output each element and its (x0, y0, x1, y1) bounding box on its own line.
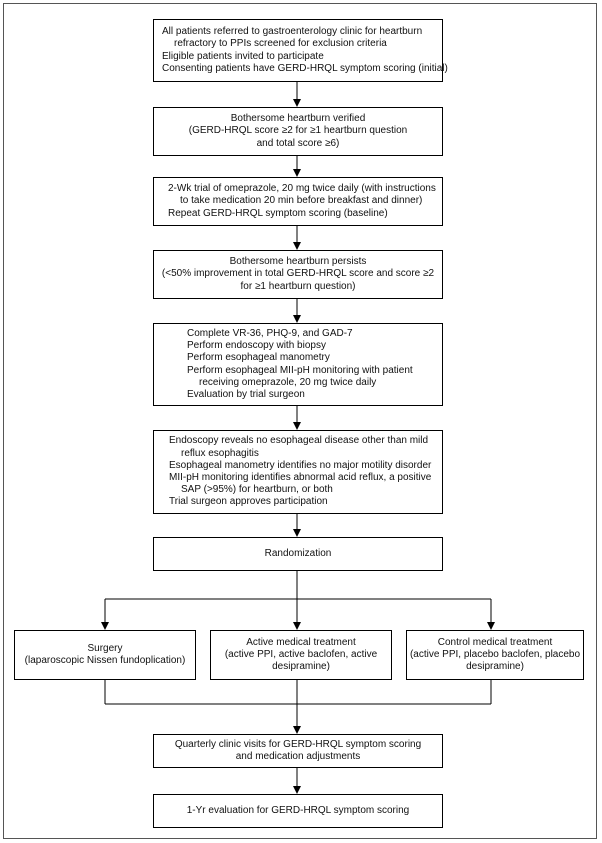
box-text-line: and medication adjustments (235, 751, 361, 762)
surgery-arm-box: Surgery(laparoscopic Nissen fundoplicati… (14, 630, 196, 680)
heartburn-verified-box: Bothersome heartburn verified(GERD-HRQL … (153, 107, 443, 156)
box-text-line: 1-Yr evaluation for GERD-HRQL symptom sc… (186, 804, 410, 816)
box-text-line: (laparoscopic Nissen fundoplication) (24, 655, 186, 666)
heartburn-persists-box: Bothersome heartburn persists(<50% impro… (153, 250, 443, 299)
quarterly-visits-box: Quarterly clinic visits for GERD-HRQL sy… (153, 734, 443, 768)
box-text-line: Surgery (87, 642, 123, 654)
box-text-line: Quarterly clinic visits for GERD-HRQL sy… (174, 738, 422, 750)
box-text-line: Eligible patients invited to participate (162, 50, 324, 62)
box-text-line: Repeat GERD-HRQL symptom scoring (baseli… (168, 207, 388, 219)
box-text-line: Trial surgeon approves participation (169, 496, 328, 508)
figure-frame (3, 3, 597, 839)
box-text-line: (GERD-HRQL score ≥2 for ≥1 heartburn que… (188, 125, 408, 137)
randomization-box: Randomization (153, 537, 443, 571)
control-medical-arm-box: Control medical treatment(active PPI, pl… (406, 630, 584, 680)
box-text-line: SAP (>95%) for heartburn, or both (181, 484, 333, 496)
screening-box: All patients referred to gastroenterolog… (153, 19, 448, 82)
box-text-line: Control medical treatment (437, 636, 553, 648)
active-medical-arm-box: Active medical treatment(active PPI, act… (210, 630, 392, 680)
box-text-line: All patients referred to gastroenterolog… (162, 26, 423, 38)
box-text-line: Perform esophageal MII-pH monitoring wit… (187, 364, 413, 376)
box-text-line: (active PPI, placebo baclofen, placebo (409, 648, 581, 660)
box-text-line: Bothersome heartburn verified (230, 113, 366, 125)
box-text-line: receiving omeprazole, 20 mg twice daily (199, 376, 377, 388)
box-text-line: Consenting patients have GERD-HRQL sympt… (162, 62, 448, 74)
one-year-evaluation-box: 1-Yr evaluation for GERD-HRQL symptom sc… (153, 794, 443, 828)
box-text-line: Bothersome heartburn persists (229, 256, 367, 268)
box-text-line: (<50% improvement in total GERD-HRQL sco… (161, 268, 435, 280)
box-text-line: Complete VR-36, PHQ-9, and GAD-7 (187, 327, 353, 339)
box-text-line: Esophageal manometry identifies no major… (169, 459, 432, 471)
box-text-line: Evaluation by trial surgeon (187, 388, 305, 400)
box-text-line: reflux esophagitis (181, 447, 259, 459)
box-text-line: desipramine) (272, 661, 330, 673)
box-text-line: 2-Wk trial of omeprazole, 20 mg twice da… (168, 183, 436, 195)
box-text-line: desipramine) (466, 661, 524, 673)
box-text-line: MII-pH monitoring identifies abnormal ac… (169, 472, 432, 483)
box-text-line: and total score ≥6) (256, 137, 340, 149)
box-text-line: Perform esophageal manometry (187, 352, 330, 364)
box-text-line: Perform endoscopy with biopsy (187, 340, 326, 352)
eligibility-findings-box: Endoscopy reveals no esophageal disease … (153, 430, 443, 514)
omeprazole-trial-box: 2-Wk trial of omeprazole, 20 mg twice da… (153, 177, 443, 226)
box-text-line: Active medical treatment (246, 636, 356, 648)
box-text-line: Endoscopy reveals no esophageal disease … (169, 435, 429, 447)
box-text-line: to take medication 20 min before breakfa… (180, 195, 423, 207)
box-text-line: refractory to PPIs screened for exclusio… (174, 38, 387, 50)
box-text-line: (active PPI, active baclofen, active (224, 648, 378, 660)
box-text-line: Randomization (264, 547, 332, 559)
box-text-line: for ≥1 heartburn question) (240, 280, 356, 292)
